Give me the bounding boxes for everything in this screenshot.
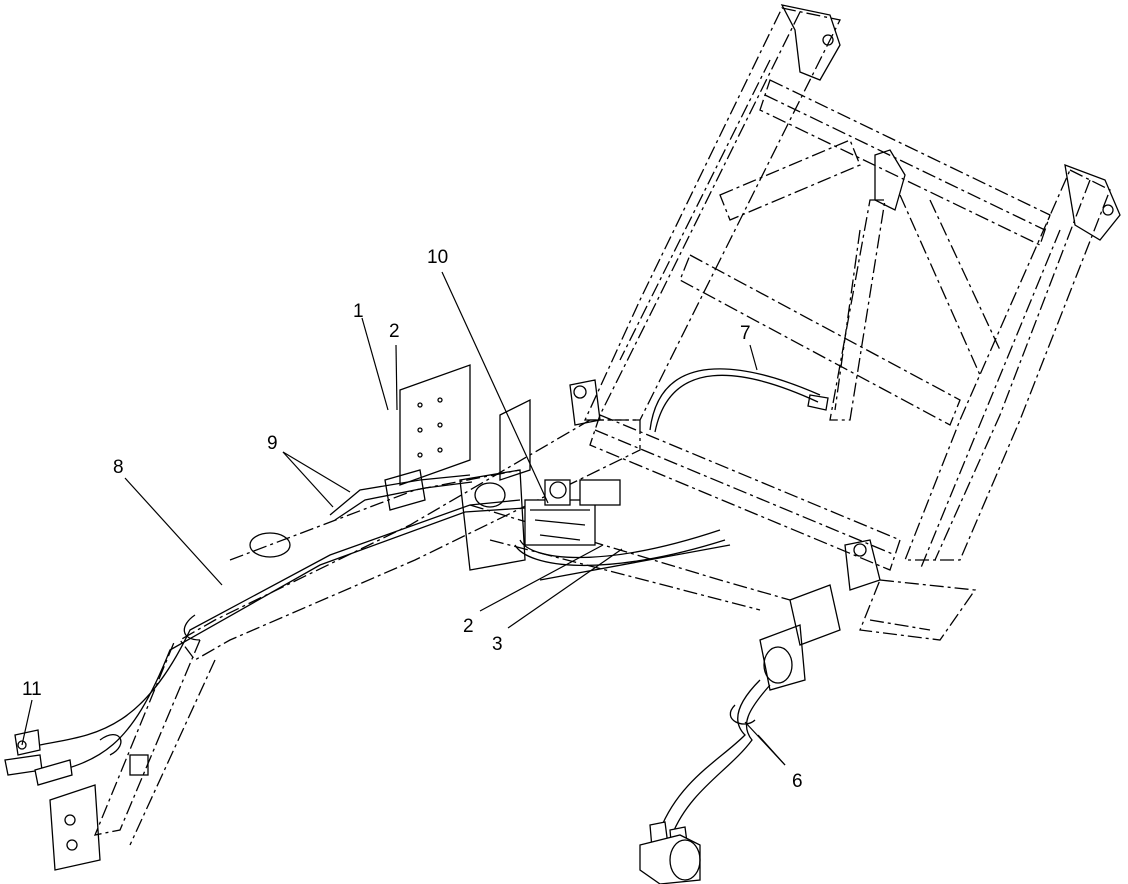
- callout-11: 11: [22, 679, 42, 700]
- top-hinge-brackets: [780, 4, 1121, 241]
- leader-2-lower: [479, 544, 604, 612]
- leader-9a: [282, 451, 351, 493]
- leader-11: [21, 699, 33, 746]
- leader-7: [749, 344, 758, 371]
- hydraulic-hoses: [39, 368, 829, 836]
- rear-base-block: [569, 379, 881, 691]
- callout-3: 3: [492, 634, 503, 655]
- callout-7: 7: [740, 323, 751, 344]
- lower-frame: [93, 419, 791, 846]
- upper-frame: [583, 7, 1111, 641]
- callout-8: 8: [113, 457, 124, 478]
- callout-6: 6: [792, 771, 803, 792]
- hitch-tongue: [49, 754, 149, 871]
- couplers: [4, 729, 701, 884]
- callout-9: 9: [267, 433, 278, 454]
- callout-labels: 1 2 9 10 8 7 2 3 11 6: [22, 247, 803, 792]
- leader-8: [124, 477, 223, 586]
- leader-lines: [21, 271, 786, 766]
- leader-1: [361, 317, 389, 411]
- valve-assembly: [524, 479, 621, 546]
- mounting-bracket: [249, 364, 531, 571]
- callout-2-lower: 2: [463, 616, 474, 637]
- leader-9b: [282, 451, 334, 508]
- leader-10: [441, 271, 549, 504]
- leader-2-upper: [395, 344, 398, 411]
- callout-1: 1: [353, 301, 364, 322]
- callout-10: 10: [427, 247, 448, 268]
- callout-2-upper: 2: [389, 321, 400, 342]
- leader-3: [507, 548, 623, 629]
- leader-6b: [757, 734, 786, 766]
